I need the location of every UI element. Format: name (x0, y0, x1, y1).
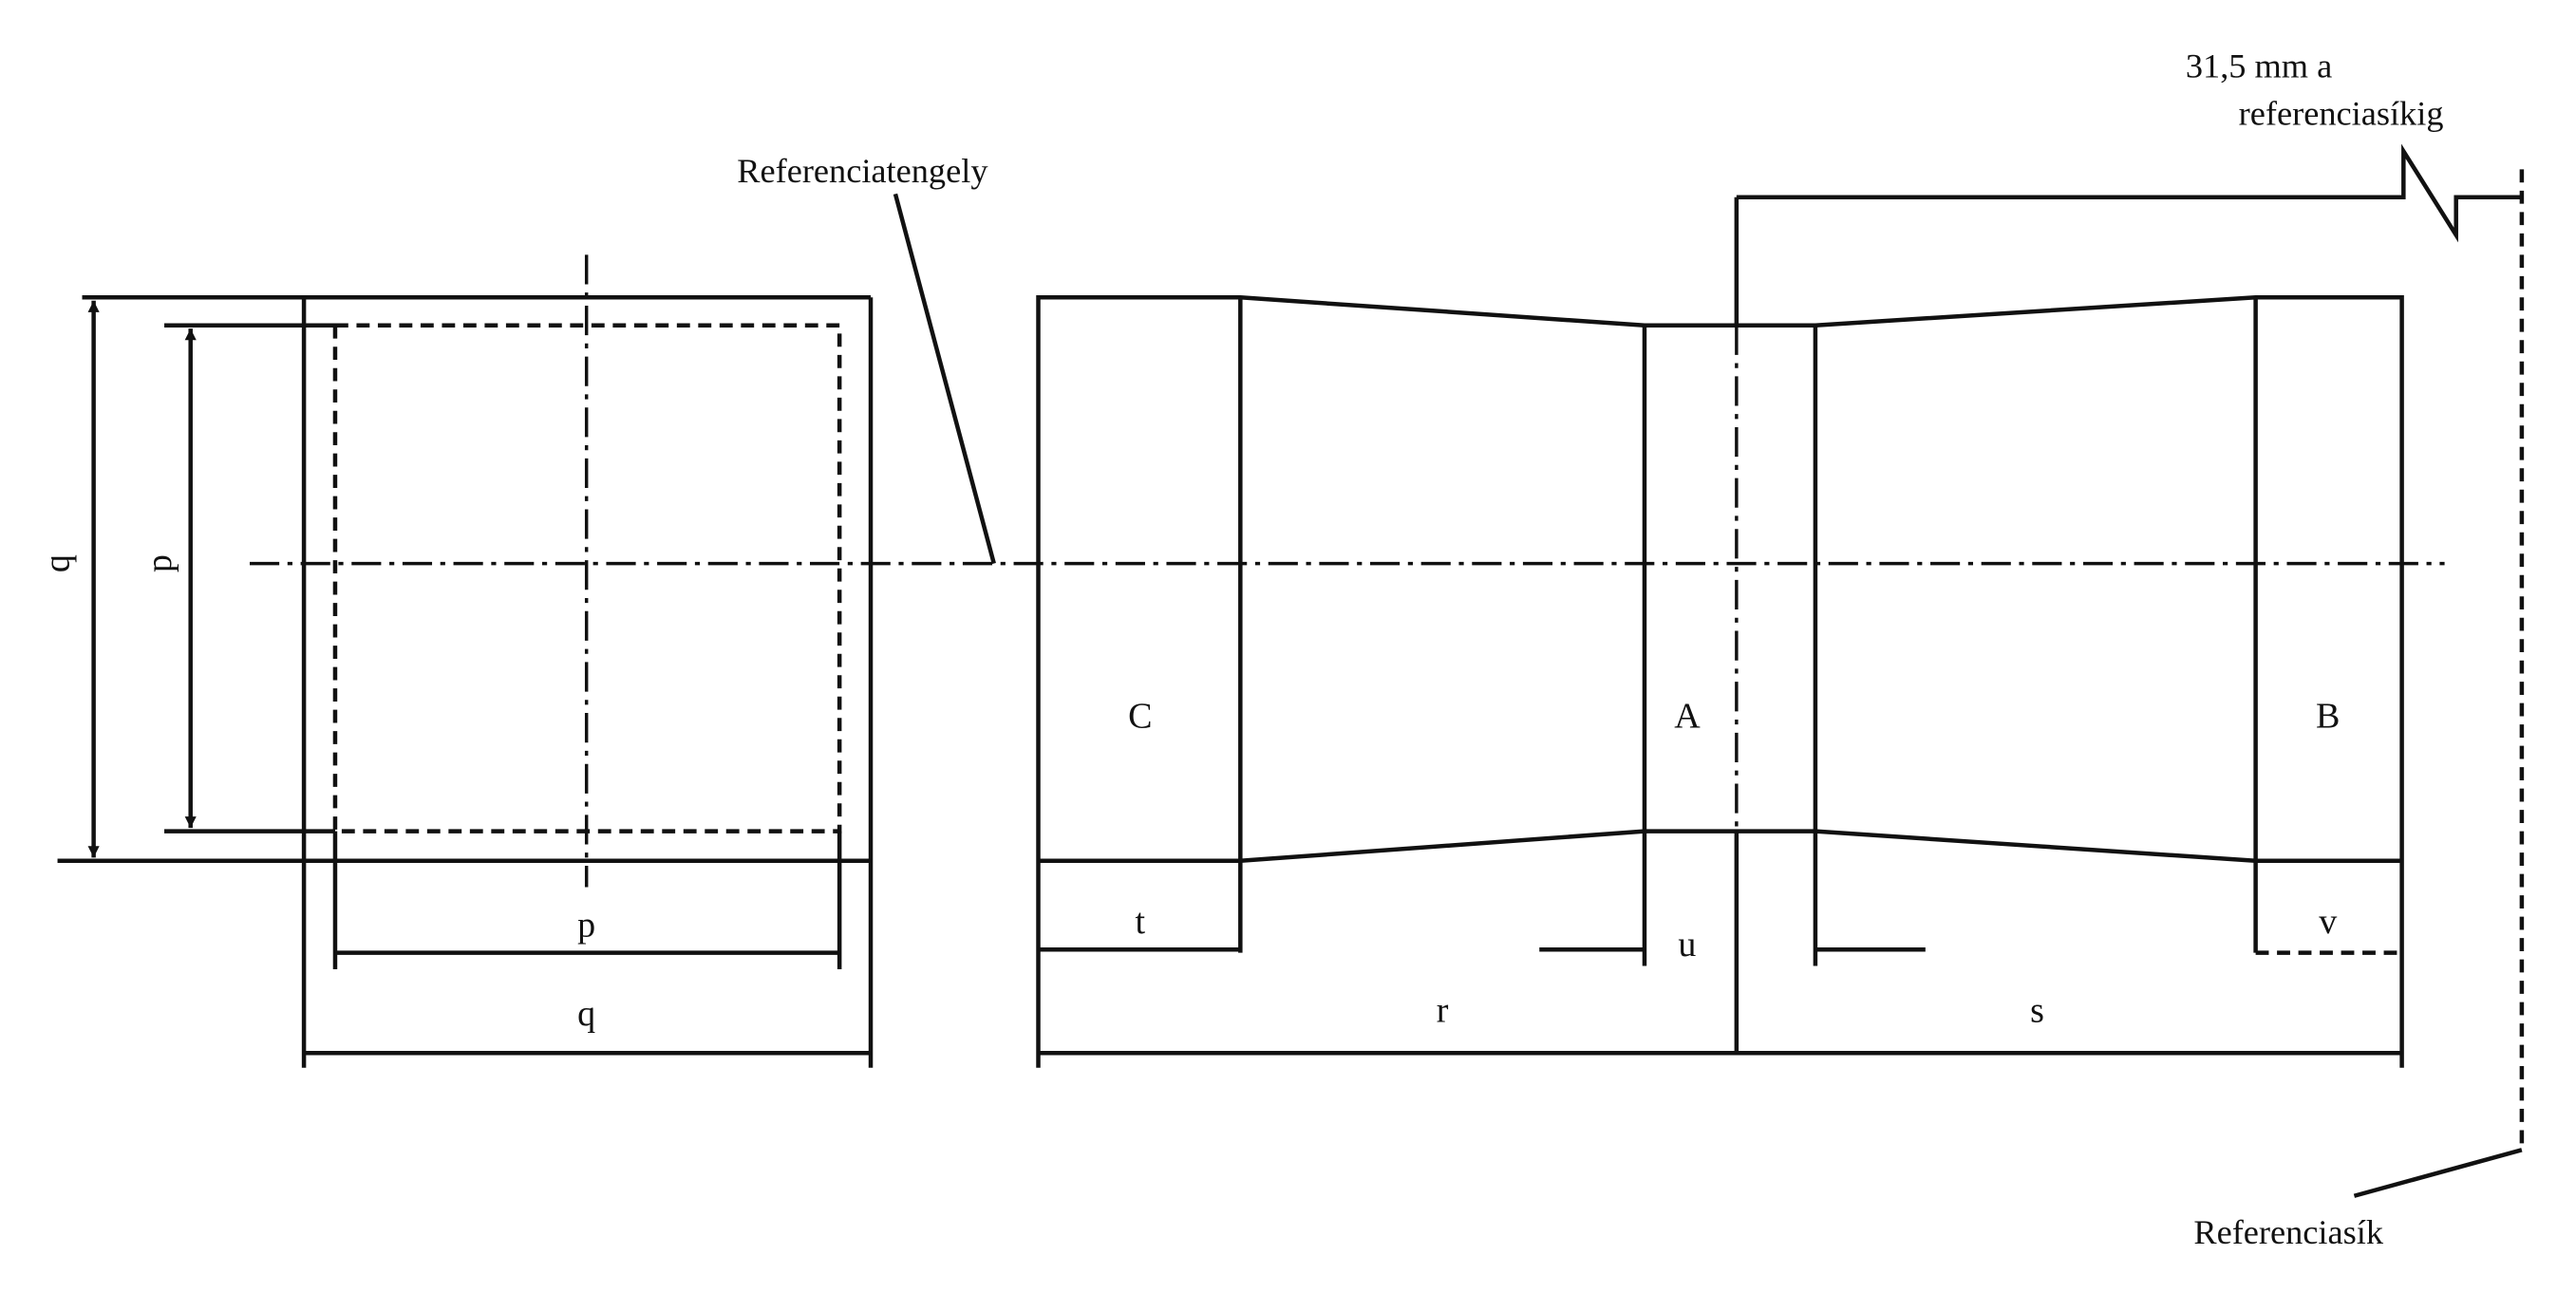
reference-plane-label: Referenciasík (2193, 1213, 2384, 1251)
zone-a-label: A (1674, 697, 1701, 737)
reference-axis-leader (893, 193, 996, 565)
label-r: r (1437, 990, 1449, 1030)
label-p-horizontal: p (577, 905, 595, 945)
label-u: u (1678, 925, 1696, 965)
label-q-horizontal: q (577, 994, 595, 1034)
label-s: s (2030, 990, 2044, 1030)
label-t: t (1135, 902, 1145, 942)
label-q-vertical: q (38, 554, 78, 572)
zone-c-label: C (1128, 697, 1152, 737)
label-p-vertical: p (140, 554, 179, 572)
reference-axis-label: Referenciatengely (737, 152, 988, 190)
side-view: C A B t u v r s 31,5 mm a referenciasíki… (1036, 47, 2525, 1251)
front-view: q p p q (38, 254, 874, 1068)
zone-b-label: B (2316, 697, 2340, 737)
distance-label-line1: 31,5 mm a (2186, 47, 2332, 84)
label-v: v (2319, 902, 2338, 942)
distance-label-line2: referenciasíkig (2239, 95, 2444, 133)
